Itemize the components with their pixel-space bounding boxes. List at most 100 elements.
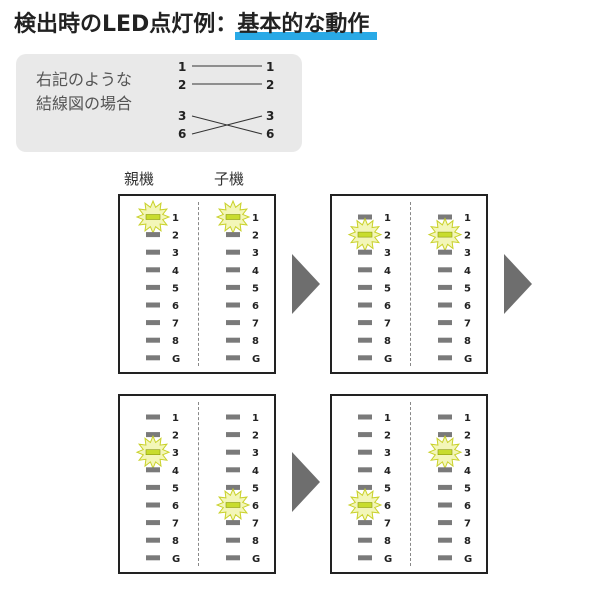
child-led-8 [438,537,452,543]
child-led-3 [437,449,453,456]
child-led-label: 5 [464,483,471,494]
parent-led-G [146,355,160,361]
child-led-label: 7 [252,319,259,330]
child-led-label: G [252,354,260,365]
parent-led-2 [146,432,160,438]
parent-led-1 [358,414,372,420]
parent-led-1 [145,214,161,220]
parent-led-2 [358,432,372,438]
parent-led-3 [358,249,372,255]
parent-led-label: 1 [384,213,391,224]
parent-led-label: 3 [384,248,391,259]
parent-led-5 [146,284,160,290]
child-led-5 [226,484,240,490]
panel-divider [198,402,199,566]
child-led-5 [438,284,452,290]
title-row: 検出時のLED点灯例：基本的な動作 [14,8,378,42]
note-line-1: 右記のような [36,70,133,89]
parent-led-label: G [172,554,180,565]
cross-right-6: 6 [266,127,274,141]
parent-led-7 [146,520,160,526]
parent-led-1 [358,214,372,220]
arrow-right-icon [504,254,532,314]
parent-led-label: 2 [384,431,391,442]
note-line-2: 結線図の場合 [36,94,133,113]
child-led-label: 8 [252,336,259,347]
cross-wire-b [191,115,263,135]
child-led-label: 8 [252,536,259,547]
parent-led-2 [146,232,160,238]
parent-led-label: G [384,554,392,565]
parent-led-label: 1 [172,413,179,424]
parent-led-6 [146,302,160,308]
child-led-5 [226,284,240,290]
parent-led-label: 2 [172,431,179,442]
parent-led-label: 4 [172,266,179,277]
straight-left-2: 2 [178,78,186,92]
child-led-4 [226,267,240,273]
child-led-label: 8 [464,336,471,347]
parent-led-6 [146,502,160,508]
parent-led-G [146,555,160,561]
parent-led-label: 4 [384,466,391,477]
parent-led-4 [358,267,372,273]
parent-led-label: 8 [172,336,179,347]
child-led-G [438,355,452,361]
arrow-right-icon [292,254,320,314]
child-led-4 [438,267,452,273]
child-led-label: 7 [252,519,259,530]
child-led-7 [438,520,452,526]
parent-led-2 [357,231,373,238]
child-led-label: G [464,554,472,565]
parent-led-7 [358,520,372,526]
child-led-label: 3 [252,448,259,459]
child-led-1 [438,214,452,220]
parent-led-8 [358,337,372,343]
straight-left-1: 1 [178,60,186,74]
child-led-label: 2 [464,231,471,242]
child-led-4 [226,467,240,473]
parent-led-label: 5 [172,483,179,494]
parent-led-5 [358,484,372,490]
parent-led-label: 3 [384,448,391,459]
child-led-2 [437,231,453,238]
child-led-1 [226,414,240,420]
panel-divider [410,402,411,566]
parent-led-label: 4 [172,466,179,477]
child-led-label: 7 [464,319,471,330]
parent-led-G [358,355,372,361]
panel-divider [410,202,411,366]
parent-led-label: G [172,354,180,365]
parent-led-label: 5 [172,283,179,294]
parent-led-label: 8 [172,536,179,547]
child-led-3 [226,449,240,455]
child-led-8 [438,337,452,343]
parent-led-8 [146,337,160,343]
parent-led-label: 7 [384,519,391,530]
parent-led-label: 1 [172,213,179,224]
child-led-8 [226,337,240,343]
parent-led-label: 8 [384,336,391,347]
panel-divider [198,202,199,366]
parent-led-label: 5 [384,283,391,294]
parent-led-label: 5 [384,483,391,494]
child-led-3 [438,249,452,255]
parent-led-7 [146,320,160,326]
wiring-note: 右記のような 結線図の場合 1 2 1 2 3 6 3 6 [16,54,302,152]
child-led-label: 4 [252,466,259,477]
child-led-label: 2 [252,431,259,442]
child-led-label: 4 [464,466,471,477]
child-led-1 [438,414,452,420]
parent-led-label: 6 [172,501,179,512]
parent-led-label: 8 [384,536,391,547]
child-led-4 [438,467,452,473]
child-led-label: 6 [464,301,471,312]
child-led-2 [226,232,240,238]
parent-led-5 [358,284,372,290]
child-led-6 [438,502,452,508]
child-led-7 [438,320,452,326]
straight-right-2: 2 [266,78,274,92]
